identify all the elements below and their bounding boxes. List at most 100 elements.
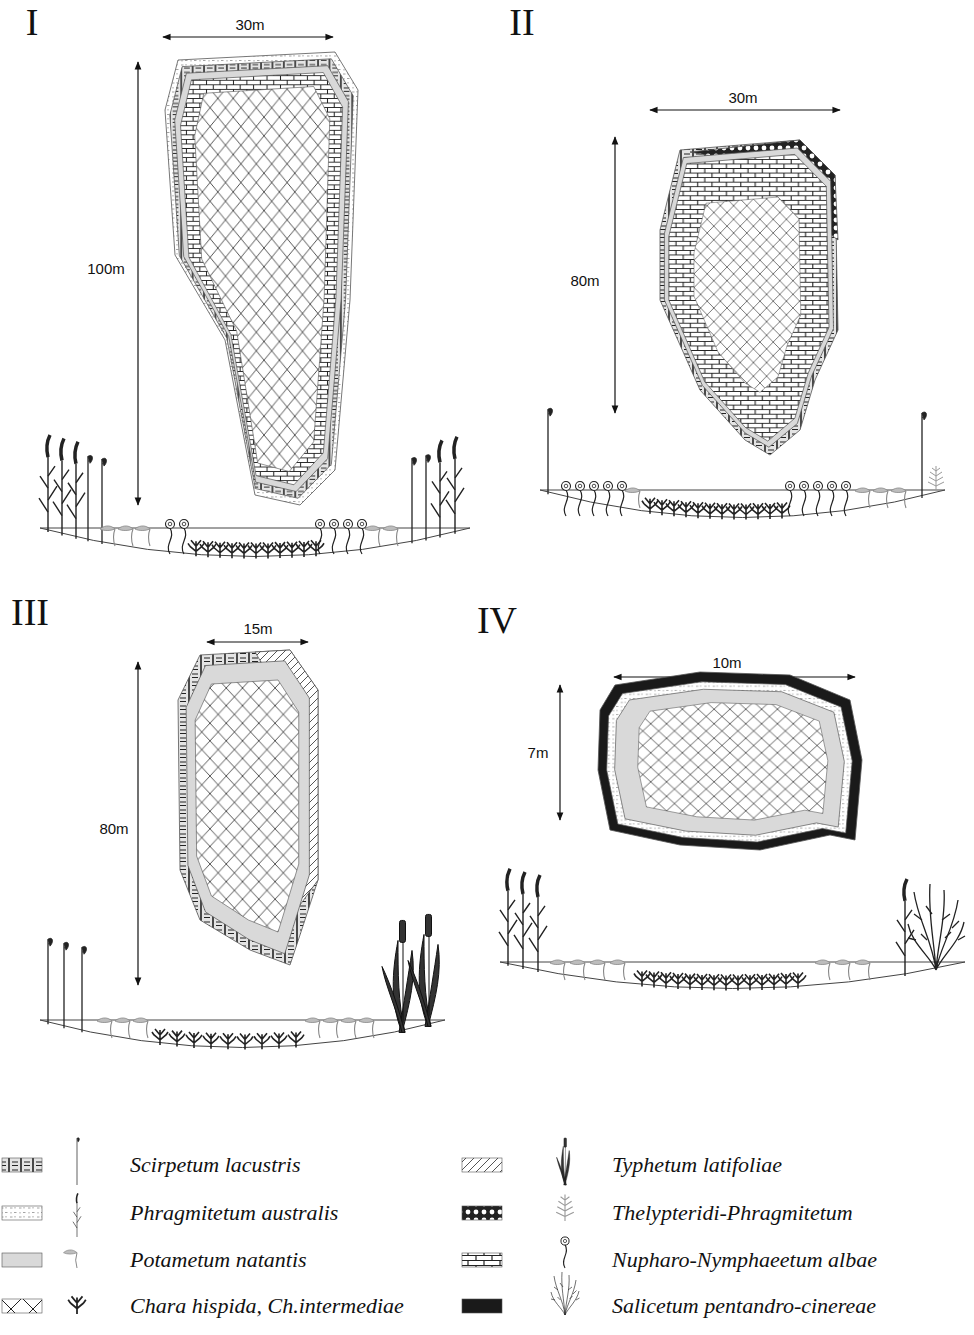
plant-symbol [690, 502, 706, 518]
plant-symbol [82, 946, 86, 1032]
panel-number: IV [477, 598, 517, 642]
plant-symbol [786, 482, 795, 517]
plant-symbol [64, 942, 68, 1028]
legend-text: Chara hispida, Ch.intermediae [130, 1293, 404, 1319]
plant-symbol [272, 542, 288, 558]
plant-symbol [152, 1029, 168, 1045]
dimension-label: 80m [97, 820, 130, 837]
dimension-label: 10m [710, 654, 743, 671]
legend-icon [73, 1193, 81, 1237]
plant-symbol [654, 499, 670, 515]
legend-icon [68, 1296, 86, 1314]
plant-symbol [514, 872, 532, 969]
legend-icon [77, 1138, 79, 1185]
plant-symbol [896, 879, 914, 976]
pond-bottom [540, 490, 945, 518]
plant-symbol [180, 520, 189, 555]
plant-symbol [97, 1018, 112, 1038]
plant-symbol [118, 526, 133, 546]
legend-text: Nupharo-Nymphaeetum albae [612, 1247, 877, 1273]
plant-symbol [188, 540, 204, 556]
panel-number: I [26, 0, 39, 44]
legend-text: Salicetum pentandro-cinereae [612, 1293, 876, 1319]
legend-icon [561, 1237, 569, 1268]
panel-number: II [509, 0, 534, 44]
plant-symbol [855, 960, 870, 980]
plant-symbol [550, 960, 565, 980]
plant-symbol [102, 458, 106, 544]
plant-symbol [658, 972, 674, 988]
plant-symbol [305, 1018, 320, 1038]
plant-symbol [576, 482, 585, 517]
legend-text: Phragmitetum australis [130, 1200, 338, 1226]
plant-symbol [800, 482, 809, 517]
dimension-label: 30m [726, 89, 759, 106]
plant-symbol [296, 541, 312, 557]
water-line [500, 962, 965, 963]
plant-symbol [922, 412, 926, 498]
dimension-label: 7m [526, 744, 551, 761]
plant-symbol [260, 542, 276, 558]
dimension-label: 30m [233, 16, 266, 33]
plant-symbol [499, 869, 517, 966]
plant-symbol [529, 875, 547, 972]
plant-symbol [224, 542, 240, 558]
plant-symbol [790, 972, 806, 988]
plant-symbol [814, 482, 823, 517]
plant-symbol [48, 938, 52, 1024]
plant-symbol [706, 974, 722, 990]
plant-symbol [828, 482, 837, 517]
legend-icon [64, 1250, 78, 1268]
plant-symbol [67, 442, 85, 539]
plant-symbol [634, 970, 650, 986]
plant-symbol [271, 1033, 287, 1049]
dimension-label: 15m [241, 620, 274, 637]
plant-symbol [774, 502, 790, 518]
plant-symbol [133, 1018, 148, 1038]
plant-symbol [220, 1033, 236, 1049]
pond-bottom [500, 962, 965, 989]
plant-symbol [718, 974, 734, 990]
plant-symbol [166, 520, 175, 555]
plant-symbol [212, 542, 228, 558]
legend-swatch [2, 1299, 42, 1313]
plant-symbol [682, 974, 698, 990]
plant-symbol [88, 455, 92, 541]
plant-symbol [750, 503, 766, 519]
plant-symbol [382, 920, 413, 1032]
plant-symbol [562, 482, 571, 517]
legend-swatch [2, 1253, 42, 1267]
plant-symbol [766, 974, 782, 990]
plant-symbol [726, 503, 742, 519]
legend-swatch [462, 1253, 502, 1267]
plant-symbol [115, 1018, 130, 1038]
plant-symbol [359, 1018, 374, 1038]
dimension-label: 100m [85, 260, 127, 277]
legend-icon [556, 1195, 574, 1221]
plant-symbol [754, 974, 770, 990]
plant-symbol [646, 971, 662, 987]
plant-symbol [358, 520, 367, 555]
plant-symbol [928, 466, 944, 490]
plant-symbol [284, 542, 300, 558]
plant-symbol [670, 973, 686, 989]
plant-symbol [446, 437, 464, 534]
legend-icon [551, 1272, 580, 1315]
plant-symbol [323, 1018, 338, 1038]
plant-symbol [344, 520, 353, 555]
legend-icon [557, 1138, 570, 1185]
plant-symbol [873, 488, 888, 508]
plant-symbol [742, 974, 758, 990]
plant-symbol [762, 503, 778, 519]
plant-symbol [200, 541, 216, 557]
dimension-label: 80m [568, 272, 601, 289]
plant-symbol [908, 884, 965, 970]
plant-symbol [891, 488, 906, 508]
legend-swatch [2, 1206, 42, 1220]
plant-symbol [186, 1032, 202, 1048]
plant-symbol [778, 973, 794, 989]
plant-symbol [548, 408, 552, 494]
plant-symbol [236, 542, 252, 558]
plant-symbol [254, 1033, 270, 1049]
